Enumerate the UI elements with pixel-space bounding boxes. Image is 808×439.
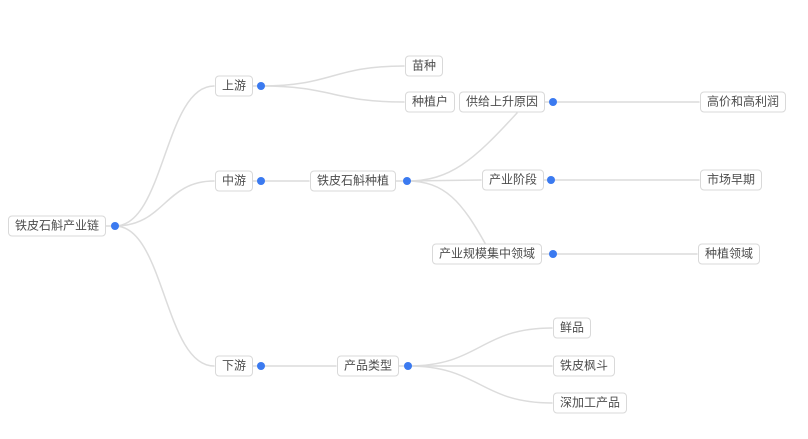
edge-root-downstream [114,225,215,367]
collapse-dot-stage[interactable] [547,176,555,184]
collapse-dot-upstream[interactable] [257,82,265,90]
node-high-price[interactable]: 高价和高利润 [700,91,787,113]
node-planting[interactable]: 铁皮石斛种植 [310,170,397,192]
node-midstream[interactable]: 中游 [215,170,254,192]
collapse-dot-supply-rise[interactable] [549,98,557,106]
node-supply-rise[interactable]: 供给上升原因 [459,91,546,113]
node-fengdou[interactable]: 铁皮枫斗 [553,355,616,377]
node-scale-field[interactable]: 产业规模集中领域 [432,243,543,265]
edge-upstream-grower [260,85,405,103]
node-product-type[interactable]: 产品类型 [337,355,400,377]
node-root[interactable]: 铁皮石斛产业链 [8,215,107,237]
node-planting-field[interactable]: 种植领域 [698,243,761,265]
collapse-dot-downstream[interactable] [257,362,265,370]
edge-root-upstream [114,85,215,227]
edge-product-type-fresh [407,327,553,367]
node-grower[interactable]: 种植户 [405,91,456,113]
edge-root-midstream [114,180,215,227]
node-stage[interactable]: 产业阶段 [482,169,545,191]
node-processed[interactable]: 深加工产品 [553,392,628,414]
node-downstream[interactable]: 下游 [215,355,254,377]
edge-upstream-seedling [260,65,405,87]
collapse-dot-planting[interactable] [403,177,411,185]
edge-planting-scale-field [406,180,487,246]
node-fresh[interactable]: 鲜品 [553,317,592,339]
node-early-market[interactable]: 市场早期 [700,169,763,191]
edge-planting-stage [406,179,482,182]
collapse-dot-midstream[interactable] [257,177,265,185]
collapse-dot-product-type[interactable] [404,362,412,370]
node-upstream[interactable]: 上游 [215,75,254,97]
edge-product-type-processed [407,365,553,404]
collapse-dot-root[interactable] [111,222,119,230]
node-seedling[interactable]: 苗种 [405,55,444,77]
collapse-dot-scale-field[interactable] [549,250,557,258]
